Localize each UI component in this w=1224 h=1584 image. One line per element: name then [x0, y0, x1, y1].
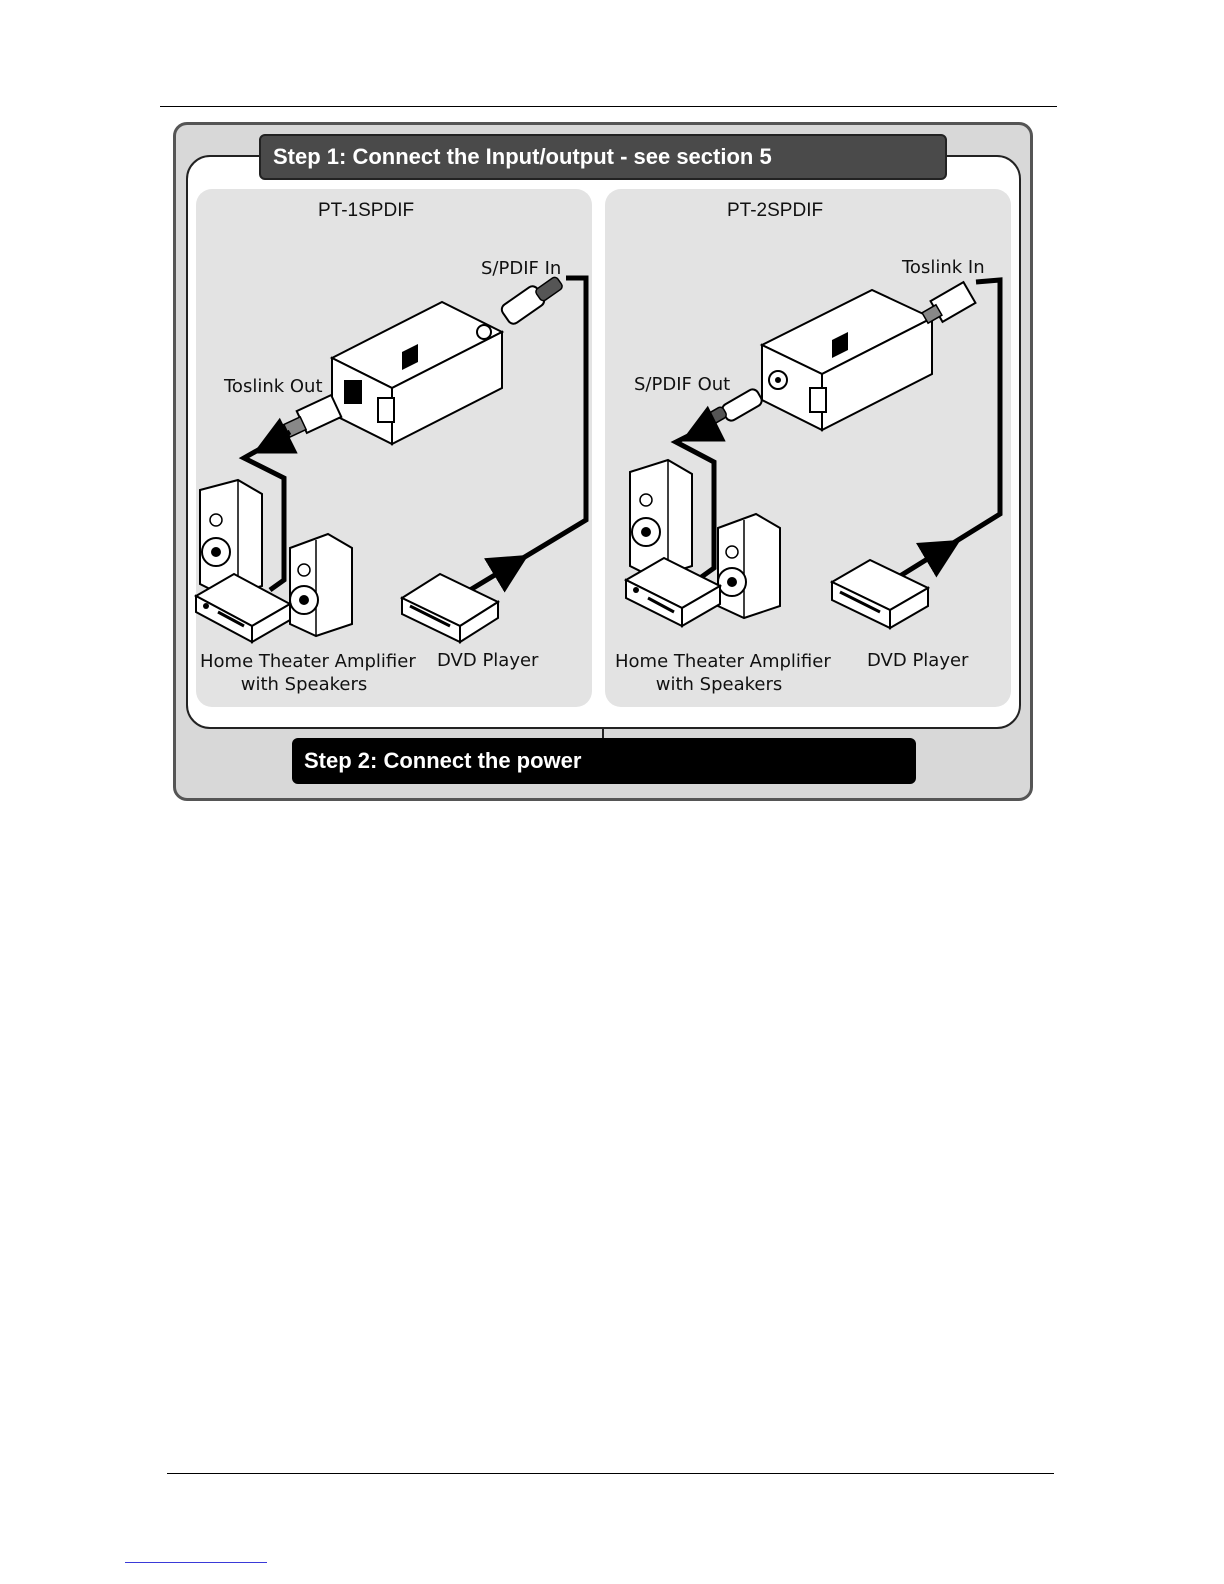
footer-link-underline[interactable]: [125, 1562, 267, 1563]
toslink-connector-icon: [922, 282, 975, 323]
amplifier-label-line2: with Speakers: [615, 673, 823, 696]
pt2spdif-input-label: Toslink In: [902, 257, 985, 278]
pt2spdif-source-label: DVD Player: [867, 650, 968, 671]
amplifier-label-line1: Home Theater Amplifier: [615, 650, 823, 673]
pt1spdif-source-label: DVD Player: [437, 650, 538, 671]
rca-connector-icon: [499, 276, 563, 326]
pt1spdif-model-label: PT-1SPDIF: [318, 200, 414, 222]
signal-arrow: [930, 545, 952, 558]
pt1spdif-output-label: Toslink Out: [224, 376, 323, 397]
pt2spdif-output-label: S/PDIF Out: [634, 374, 730, 395]
pt1spdif-amplifier-label: Home Theater Amplifier with Speakers: [200, 650, 408, 696]
pt1spdif-converter-box: [332, 302, 502, 444]
signal-arrow: [500, 560, 520, 572]
pt2spdif-model-label: PT-2SPDIF: [727, 200, 823, 222]
speaker-icon: [718, 514, 780, 618]
pt1spdif-input-label: S/PDIF In: [481, 258, 561, 279]
pt2spdif-converter-box: [762, 290, 932, 430]
pt2spdif-amplifier-label: Home Theater Amplifier with Speakers: [615, 650, 823, 696]
amplifier-label-line1: Home Theater Amplifier: [200, 650, 408, 673]
speaker-icon: [290, 534, 352, 636]
footer-rule: [167, 1473, 1054, 1474]
amplifier-label-line2: with Speakers: [200, 673, 408, 696]
toslink-connector-icon: [284, 395, 341, 437]
